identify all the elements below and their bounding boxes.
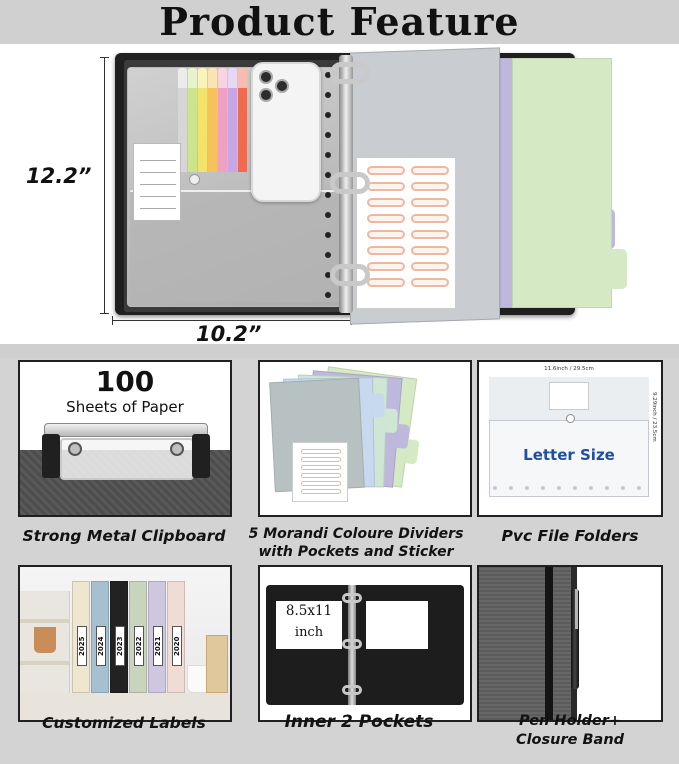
year-label: 2020 <box>172 626 182 666</box>
punch-holes <box>322 72 334 302</box>
caption-line: 5 Morandi Coloure Dividers <box>248 526 464 542</box>
height-dimension-label: 12.2” <box>26 164 92 188</box>
year-label: 2023 <box>115 626 125 666</box>
name-card <box>133 143 181 221</box>
pen-icon <box>571 589 579 689</box>
binder-ring <box>342 639 362 649</box>
binder-spine: 2023 <box>110 581 128 693</box>
caption-line: with Pockets and Sticker <box>258 544 454 560</box>
feature-tile-pockets: 8.5x11 inch <box>258 565 472 722</box>
phone-image <box>251 62 321 202</box>
paper-size-label: 8.5x11 <box>285 603 333 619</box>
year-label: 2022 <box>134 626 144 666</box>
width-measurement: 11.6inch / 29.5cm <box>544 366 594 372</box>
page-title: Product Feature <box>159 0 520 44</box>
caption-line: Closure Band <box>515 732 625 748</box>
year-label: 2025 <box>77 626 87 666</box>
pen-set <box>178 68 256 172</box>
pen <box>228 68 237 172</box>
pen <box>188 68 197 172</box>
clipboard-end <box>192 434 210 478</box>
feature-tile-pen-holder <box>477 565 663 722</box>
desk <box>20 693 230 720</box>
height-dimension-line <box>100 57 109 314</box>
pen <box>218 68 227 172</box>
paper-count-label: Sheets of Paper <box>66 398 184 416</box>
divider-sheet <box>512 58 627 308</box>
inner-pocket-right <box>366 601 428 649</box>
header-bar <box>0 0 679 44</box>
caption-line: Pen Holder+ <box>518 713 622 729</box>
binder-ring <box>330 62 370 84</box>
pen-clip <box>575 589 578 629</box>
camera-icon <box>259 88 273 102</box>
binder-ring <box>330 172 370 194</box>
sticker-sheet <box>292 442 348 502</box>
feature-caption: Pen Holder+ Closure Band <box>477 712 663 750</box>
punch-holes <box>493 486 645 492</box>
width-dimension-label: 10.2” <box>196 322 262 346</box>
snap-button-icon <box>189 174 200 185</box>
ring-spine <box>339 55 353 313</box>
clipboard-end <box>42 434 60 478</box>
feature-caption: Strong Metal Clipboard <box>22 527 226 545</box>
clipboard-knob <box>68 442 82 456</box>
paper-size-unit: inch <box>294 625 324 640</box>
snap-button-icon <box>566 414 575 423</box>
binder-spine: 2021 <box>148 581 166 693</box>
feature-caption: 5 Morandi Coloure Dividers with Pockets … <box>245 525 467 561</box>
feature-tile-dividers <box>258 360 472 517</box>
section-divider <box>0 344 679 358</box>
height-measurement: 9.29inch / 23.5cm <box>651 392 657 442</box>
paper-count: 100 <box>95 365 155 398</box>
feature-caption: Customized Labels <box>42 714 206 732</box>
clipboard-knob <box>170 442 184 456</box>
binder-spine: 2025 <box>72 581 90 693</box>
year-label: 2024 <box>96 626 106 666</box>
feature-tile-clipboard: 100 Sheets of Paper <box>18 360 232 517</box>
year-label: 2021 <box>153 626 163 666</box>
pen <box>198 68 207 172</box>
ring-spine <box>348 585 356 705</box>
binder-spine: 2024 <box>91 581 109 693</box>
plant-pot <box>34 627 56 653</box>
clipboard-bar <box>44 423 208 437</box>
pen <box>208 68 217 172</box>
envelope-size-label: Letter Size <box>523 446 615 464</box>
feature-tile-labels: 2025 2024 2023 2022 2021 2020 <box>18 565 232 722</box>
camera-icon <box>275 79 289 93</box>
camera-icon <box>259 70 273 84</box>
closure-band <box>545 567 553 720</box>
feature-tile-file-folder: 11.6inch / 29.5cm Letter Size 9.29inch /… <box>477 360 663 517</box>
feature-caption: Inner 2 Pockets <box>284 712 434 732</box>
width-dimension-line <box>112 316 352 325</box>
inner-pocket-left <box>276 601 342 649</box>
binder-ring <box>342 593 362 603</box>
binder-spine: 2022 <box>129 581 147 693</box>
feature-caption: Pvc File Folders <box>501 527 639 545</box>
binder-ring <box>330 264 370 286</box>
binder-ring <box>342 685 362 695</box>
sticker-sheet <box>356 157 456 309</box>
binder-spine: 2020 <box>167 581 185 693</box>
envelope-tag <box>549 382 589 410</box>
pen <box>238 68 247 172</box>
picture-frame <box>206 635 228 693</box>
pen <box>178 68 187 172</box>
binder-cover-texture <box>479 567 571 720</box>
